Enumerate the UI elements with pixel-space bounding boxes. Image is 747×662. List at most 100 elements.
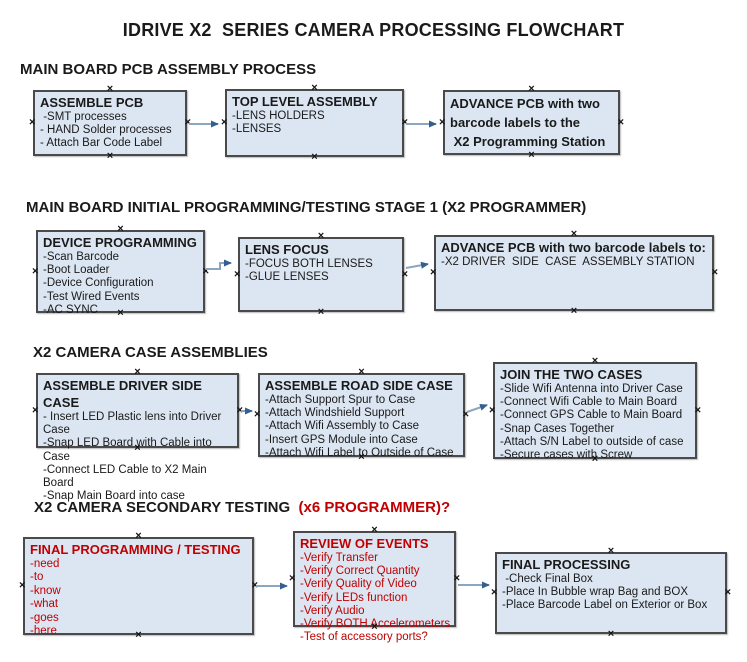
connection-handle-icon: × xyxy=(591,355,599,367)
box-item: -AC SYNC xyxy=(43,303,98,316)
box-item: -Secure cases with Screw xyxy=(500,449,633,462)
box-title: LENS FOCUS xyxy=(245,242,329,257)
connection-handle-icon: × xyxy=(570,228,578,240)
box-item: -Attach Support Spur to Case xyxy=(265,394,416,406)
box-title: JOIN THE TWO CASES xyxy=(500,367,643,382)
box-item: - Insert LED Plastic lens into Driver Ca… xyxy=(43,411,225,437)
box-title: ASSEMBLE ROAD SIDE CASE xyxy=(265,378,453,393)
connection-handle-icon: × xyxy=(251,579,258,592)
box-items: -Verify Transfer-Verify Correct Quantity… xyxy=(300,552,451,644)
connection-handle-icon: × xyxy=(358,366,365,378)
connection-handle-icon: × xyxy=(117,223,124,235)
box-items: -Slide Wifi Antenna into Driver Case-Con… xyxy=(500,383,692,462)
box-item: -Verify Correct Quantity xyxy=(300,565,420,578)
box-item: -LENS HOLDERS xyxy=(232,110,325,122)
section-heading-initial-programming: MAIN BOARD INITIAL PROGRAMMING/TESTING S… xyxy=(26,199,586,216)
connection-handle-icon: × xyxy=(694,404,701,416)
box-title: TOP LEVEL ASSEMBLY xyxy=(232,94,378,109)
connection-handle-icon: × xyxy=(453,572,460,585)
box-title: REVIEW OF EVENTS xyxy=(300,536,429,551)
connection-handle-icon: × xyxy=(528,83,535,95)
flow-box-advance-pcb-driver-side-station: ADVANCE PCB with two barcode labels to: … xyxy=(430,229,718,317)
connection-handle-icon: × xyxy=(29,116,36,129)
connection-handle-icon: × xyxy=(135,530,142,542)
box-items: -FOCUS BOTH LENSES-GLUE LENSES xyxy=(245,258,399,284)
connection-handle-icon: × xyxy=(19,579,26,592)
box-item: -LENSES xyxy=(232,123,282,136)
connection-handle-icon: × xyxy=(401,268,408,280)
box-title: FINAL PROGRAMMING / TESTING xyxy=(30,542,241,557)
box-items: -SMT processes- HAND Solder processes- A… xyxy=(40,111,182,151)
box-item: -Attach Windshield Support xyxy=(265,407,405,420)
box-item: -Check Final Box xyxy=(502,573,593,585)
box-item: -Connect LED Cable to X2 Main Board xyxy=(43,463,210,490)
connection-handle-icon: × xyxy=(489,404,496,416)
section-heading-text: X2 CAMERA SECONDARY TESTING xyxy=(34,499,295,516)
box-item: -here xyxy=(30,625,57,638)
connection-handle-icon: × xyxy=(311,151,318,163)
box-items: -X2 DRIVER SIDE CASE ASSEMBLY STATION xyxy=(441,256,709,269)
flow-arrow xyxy=(405,261,429,269)
box-item: -Verify Quality of Video xyxy=(300,578,417,591)
box-items: -LENS HOLDERS-LENSES xyxy=(232,110,399,136)
box-item: -Snap Main Board into case xyxy=(43,490,185,503)
connection-handle-icon: × xyxy=(439,116,446,128)
box-item: -goes xyxy=(30,611,59,624)
connection-handle-icon: × xyxy=(491,586,498,599)
connection-handle-icon: × xyxy=(134,366,141,378)
box-item: -Attach Wifi Label to Outside of Case xyxy=(265,446,454,459)
connection-handle-icon: × xyxy=(401,116,408,129)
connection-handle-icon: × xyxy=(254,408,261,421)
connection-handle-icon: × xyxy=(607,545,615,557)
section-heading-case-assemblies: X2 CAMERA CASE ASSEMBLIES xyxy=(33,344,268,361)
connection-handle-icon: × xyxy=(236,404,243,416)
box-items: -Attach Support Spur to Case-Attach Wind… xyxy=(265,394,460,460)
box-item: -to xyxy=(30,571,44,584)
box-item: -Verify Transfer xyxy=(300,552,378,564)
box-item: -X2 DRIVER SIDE CASE ASSEMBLY STATION xyxy=(441,256,695,268)
connection-handle-icon: × xyxy=(570,305,578,317)
box-items: -Scan Barcode-Boot Loader-Device Configu… xyxy=(43,251,200,317)
page-title: IDRIVE X2 SERIES CAMERA PROCESSING FLOWC… xyxy=(122,20,625,40)
box-item: -Connect GPS Cable to Main Board xyxy=(500,409,683,422)
section-heading-text: MAIN BOARD INITIAL PROGRAMMING/TESTING S… xyxy=(26,199,587,216)
flow-box-final-programming-testing: FINAL PROGRAMMING / TESTING -need-to-kno… xyxy=(19,531,258,641)
flow-box-join-the-two-cases: JOIN THE TWO CASES -Slide Wifi Antenna i… xyxy=(489,356,701,465)
box-title: ADVANCE PCB with two barcode labels to: xyxy=(441,240,706,255)
section-heading-pcb-assembly: MAIN BOARD PCB ASSEMBLY PROCESS xyxy=(20,61,316,78)
box-item: X2 Programming Station xyxy=(450,134,606,149)
box-item: -Attach S/N Label to outside of case xyxy=(500,435,684,448)
connection-handle-icon: × xyxy=(32,265,39,277)
section-heading-text: X2 CAMERA CASE ASSEMBLIES xyxy=(33,344,268,361)
box-item: -Place In Bubble wrap Bag and BOX xyxy=(502,586,689,599)
connection-handle-icon: × xyxy=(711,266,718,279)
flow-box-review-of-events: REVIEW OF EVENTS -Verify Transfer-Verify… xyxy=(289,525,460,644)
box-items: barcode labels to the X2 Programming Sta… xyxy=(450,113,615,151)
section-heading-text: MAIN BOARD PCB ASSEMBLY PROCESS xyxy=(20,61,317,78)
box-item: -need xyxy=(30,558,60,570)
connection-handle-icon: × xyxy=(184,116,191,129)
flow-arrow xyxy=(206,259,232,270)
box-item: -Scan Barcode xyxy=(43,251,120,263)
connection-handle-icon: × xyxy=(106,83,114,95)
box-item: - Attach Bar Code Label xyxy=(40,137,163,150)
box-item: -Connect Wifi Cable to Main Board xyxy=(500,396,678,409)
flow-box-final-processing: FINAL PROCESSING -Check Final Box-Place … xyxy=(491,546,731,640)
box-item: -Place Barcode Label on Exterior or Box xyxy=(502,599,708,612)
box-item: -know xyxy=(30,584,61,597)
box-title: ASSEMBLE DRIVER SIDE CASE xyxy=(43,378,206,410)
box-item: -Device Configuration xyxy=(43,277,154,290)
section-heading-suffix: (x6 PROGRAMMER)? xyxy=(294,499,451,516)
connection-handle-icon: × xyxy=(607,628,615,640)
flow-box-advance-pcb-programming-station: ADVANCE PCB with two barcode labels to t… xyxy=(439,84,624,161)
box-title: DEVICE PROGRAMMING xyxy=(43,235,197,250)
box-item: -Snap Cases Together xyxy=(500,422,615,435)
connection-handle-icon: × xyxy=(617,116,624,128)
box-item: -Snap LED Board with Cable into Case xyxy=(43,437,215,463)
box-item: -GLUE LENSES xyxy=(245,271,329,284)
connection-handle-icon: × xyxy=(202,265,209,277)
box-item: barcode labels to the xyxy=(450,115,581,130)
flow-box-assemble-pcb: ASSEMBLE PCB -SMT processes- HAND Solder… xyxy=(29,84,191,162)
connection-handle-icon: × xyxy=(724,586,731,599)
